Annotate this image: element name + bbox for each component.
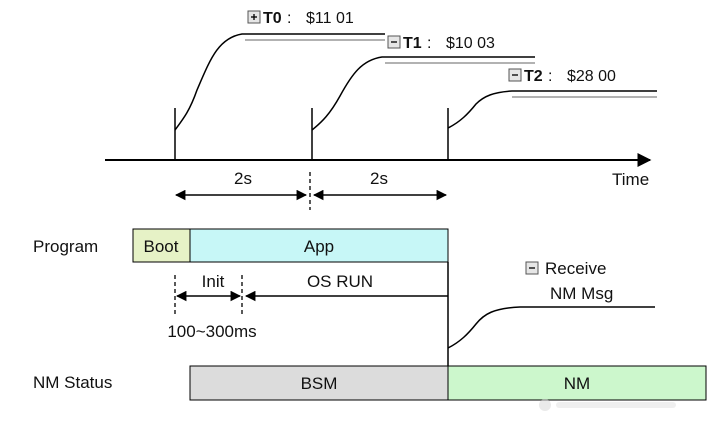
boot-block	[132, 228, 191, 263]
nm-label: NM	[564, 374, 590, 393]
bsm-block	[189, 365, 449, 401]
timer-t2-name: T2	[524, 68, 543, 85]
interval-2s-markers: 2s 2s	[174, 169, 448, 210]
init-label: Init	[202, 272, 225, 291]
timer-t0-label: T0 : $11 01	[247, 10, 354, 27]
timer-t2-label: T2 : $28 00	[508, 68, 616, 85]
timer-t1-name: T1	[403, 35, 422, 52]
watermark	[539, 399, 676, 411]
timer-t0-value: $11 01	[306, 10, 354, 27]
time-axis-label: Time	[612, 170, 649, 189]
svg-text::: :	[548, 68, 552, 85]
timer-t0-name: T0	[263, 10, 282, 27]
timer-t2-curve	[447, 90, 657, 160]
timer-t1-label: T1 : $10 03	[387, 35, 495, 52]
program-label: Program	[33, 237, 98, 256]
nm-status-label: NM Status	[33, 373, 112, 392]
timer-t2-value: $28 00	[567, 68, 616, 85]
app-label: App	[304, 237, 334, 256]
plus-box-icon	[247, 10, 261, 24]
interval-2-label: 2s	[370, 169, 388, 188]
receive-nm-msg-label: Receive NM Msg	[525, 259, 613, 303]
timer-t1-curve	[311, 56, 535, 160]
minus-box-icon	[508, 68, 522, 82]
nm-msg-curve	[447, 262, 655, 366]
timer-t1-value: $10 03	[446, 35, 495, 52]
app-block	[189, 228, 449, 263]
os-run-label: OS RUN	[307, 272, 373, 291]
receive-line1: Receive	[545, 259, 606, 278]
svg-text::: :	[427, 35, 431, 52]
interval-1-label: 2s	[234, 169, 252, 188]
boot-label: Boot	[144, 237, 179, 256]
nm-block	[447, 365, 707, 401]
svg-text::: :	[287, 10, 291, 27]
timer-t0-curve	[174, 33, 385, 160]
minus-box-icon	[525, 261, 539, 275]
init-time-label: 100~300ms	[167, 322, 256, 341]
minus-box-icon	[387, 35, 401, 49]
bsm-label: BSM	[301, 374, 338, 393]
init-os-run-markers: Init OS RUN 100~300ms	[167, 272, 448, 341]
receive-line2: NM Msg	[550, 284, 613, 303]
